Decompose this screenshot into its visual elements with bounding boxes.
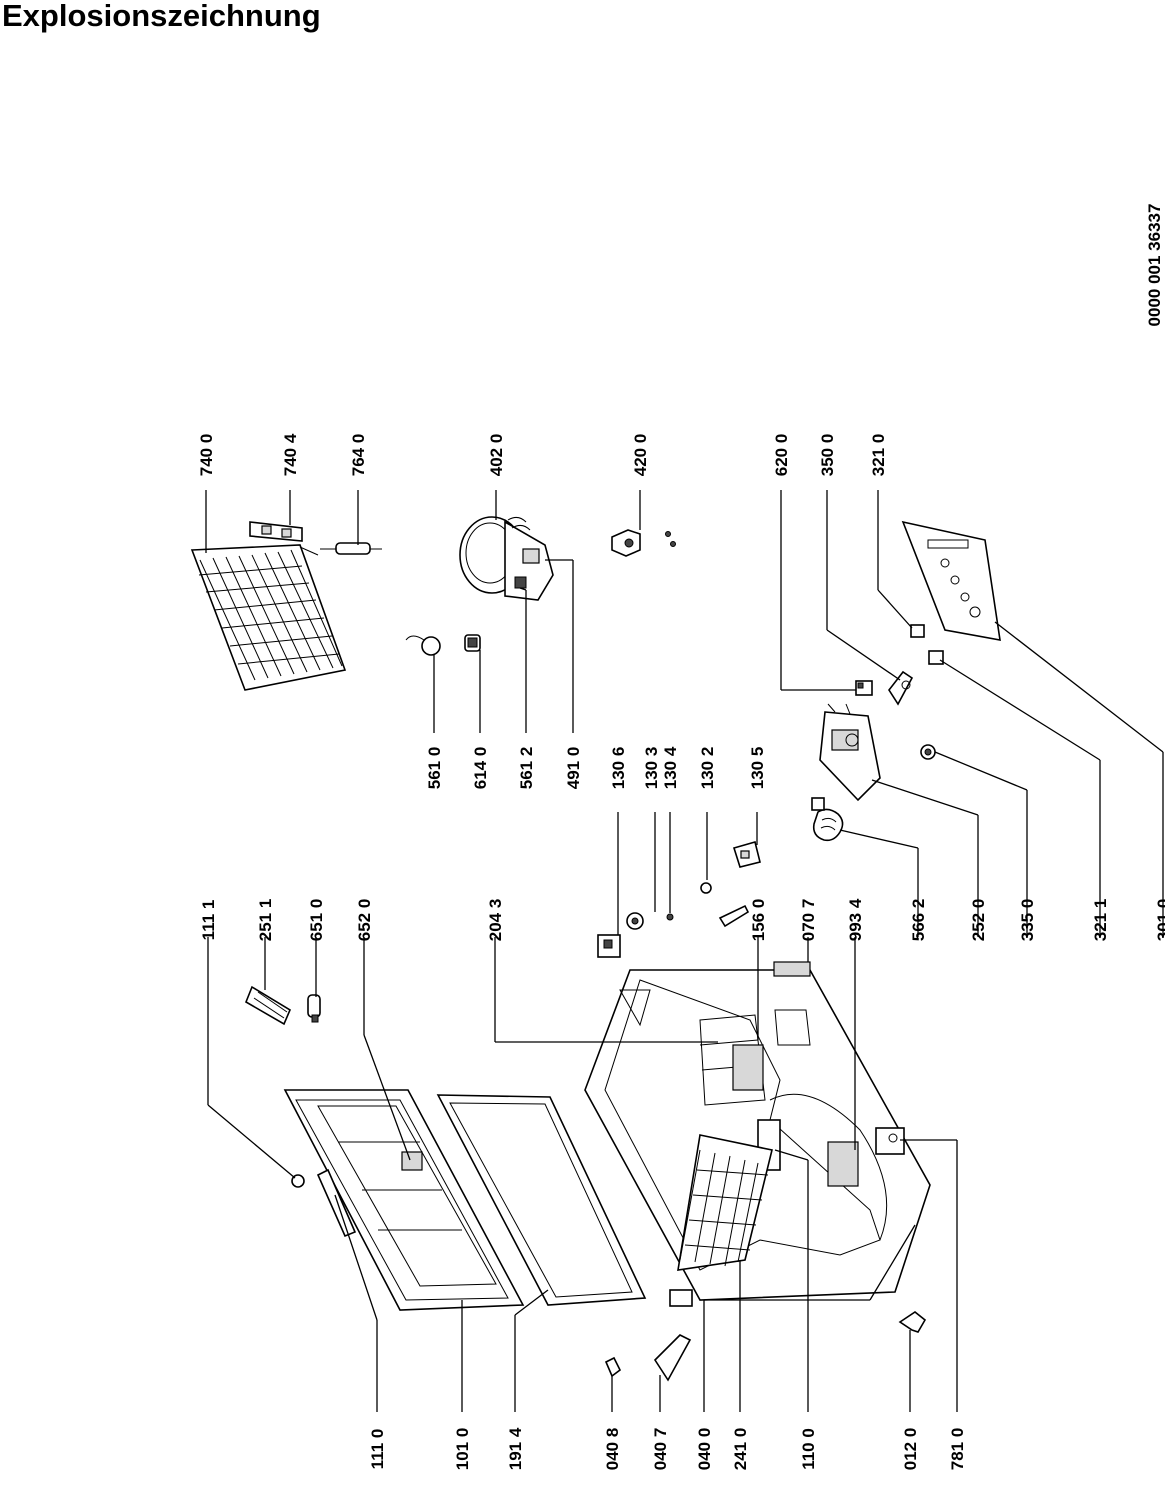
part-label-040-0: 040 0: [695, 1428, 714, 1471]
part-label-012-0: 012 0: [901, 1428, 920, 1471]
part-label-111-0: 111 0: [368, 1429, 387, 1470]
leader-lines: [205, 490, 1164, 1412]
part-label-566-2: 566 2: [909, 899, 928, 942]
part-label-191-4: 191 4: [506, 1427, 525, 1470]
part-label-781-0: 781 0: [948, 1428, 967, 1471]
part-label-651-0: 651 0: [307, 899, 326, 942]
part-label-335-0: 335 0: [1018, 899, 1037, 942]
part-label-764-0: 764 0: [349, 434, 368, 477]
part-label-491-0: 491 0: [564, 747, 583, 790]
part-label-321-0: 321 0: [869, 434, 888, 477]
part-label-993-4: 993 4: [846, 898, 865, 941]
part-label-241-0: 241 0: [731, 1428, 750, 1471]
part-label-130-4: 130 4: [661, 746, 680, 789]
hinge-parts-drawing: [597, 841, 761, 958]
condenser-bracket-drawing: [249, 521, 303, 542]
part-label-040-7: 040 7: [651, 1428, 670, 1471]
part-label-110-0: 110 0: [799, 1428, 818, 1470]
bracket-drawing: [898, 1311, 927, 1333]
lid-hinge-parts-drawing: [604, 1289, 693, 1382]
part-label-251-1: 251 1: [256, 899, 275, 942]
part-label-740-0: 740 0: [197, 434, 216, 477]
part-label-652-0: 652 0: [355, 899, 374, 942]
part-label-350-0: 350 0: [818, 434, 837, 477]
part-label-204-3: 204 3: [486, 899, 505, 942]
part-label-301-0: 301 0: [1154, 899, 1165, 942]
basket-drawing: [677, 1134, 773, 1271]
part-label-070-7: 070 7: [799, 899, 818, 942]
part-label-321-1: 321 1: [1091, 899, 1110, 942]
knob-spring-drawing: [811, 797, 844, 842]
gasket-drawing: [436, 1094, 647, 1306]
part-label-620-0: 620 0: [772, 434, 791, 477]
part-label-614-0: 614 0: [471, 747, 490, 790]
part-label-111-1: 111 1: [199, 900, 218, 941]
handle-parts-drawing: [245, 985, 321, 1026]
part-label-561-0: 561 0: [425, 747, 444, 790]
part-label-040-8: 040 8: [603, 1428, 622, 1471]
part-label-561-2: 561 2: [517, 747, 536, 790]
part-label-740-4: 740 4: [281, 433, 300, 476]
page-title: Explosionszeichnung: [2, 0, 321, 33]
part-label-130-6: 130 6: [609, 747, 628, 790]
document-number: 0000 001 36337: [1145, 204, 1164, 327]
control-panel-drawing: [901, 520, 1001, 641]
cabinet-drawing: [584, 961, 931, 1301]
filter-drier-drawing: [320, 542, 382, 555]
compressor-drawing: [459, 516, 554, 601]
capacitor-drawing: [464, 634, 481, 652]
thermal-protector-drawing: [405, 635, 441, 656]
part-label-156-0: 156 0: [749, 899, 768, 942]
part-label-420-0: 420 0: [631, 434, 650, 477]
part-label-252-0: 252 0: [969, 899, 988, 942]
part-label-130-5: 130 5: [748, 747, 767, 790]
condenser-drawing: [190, 544, 347, 691]
part-label-402-0: 402 0: [487, 434, 506, 477]
lid-drawing: [283, 1089, 525, 1311]
thermostat-drawing: [855, 624, 944, 760]
part-label-101-0: 101 0: [453, 1428, 472, 1471]
thermostat-housing-drawing: [819, 703, 881, 802]
part-label-130-2: 130 2: [698, 747, 717, 790]
part-label-130-3: 130 3: [642, 747, 661, 790]
starter-relay-drawing: [611, 529, 676, 557]
